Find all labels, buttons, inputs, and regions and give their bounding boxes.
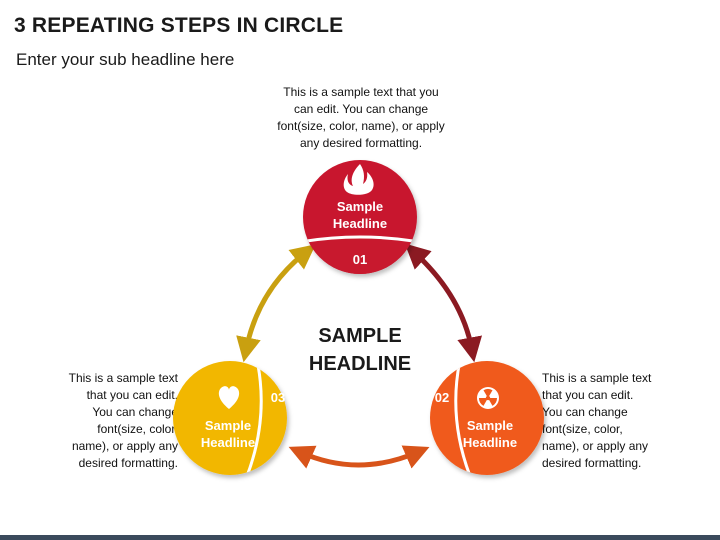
step-3-headline-line1: Sample	[205, 418, 251, 433]
step-3-description-line: This is a sample text	[68, 371, 178, 385]
page-title: 3 REPEATING STEPS IN CIRCLE	[14, 14, 344, 37]
step-2-description-line: that you can edit.	[542, 388, 634, 402]
arrow-step2-to-step3	[288, 445, 430, 469]
step-1-number: 01	[353, 252, 367, 267]
radiation-icon	[477, 387, 499, 409]
step-3-number: 03	[271, 390, 285, 405]
step-1-headline-line2: Headline	[333, 216, 387, 231]
step-2-description-line: You can change	[542, 405, 628, 419]
bottom-bar	[0, 535, 720, 540]
step-3-number-segment	[245, 361, 263, 475]
step-1-description-line: This is a sample text that you	[283, 85, 439, 99]
step-2-description-line: desired formatting.	[542, 456, 642, 470]
step-1-number-segment	[303, 235, 417, 274]
step-1-description-line: any desired formatting.	[299, 136, 423, 150]
step-1-headline-line1: Sample	[337, 199, 383, 214]
center-headline-line1: SAMPLE	[318, 325, 402, 347]
step-2-number-segment	[454, 361, 472, 475]
step-3-description-line: font(size, color,	[97, 422, 178, 436]
step-3-headline-line2: Headline	[201, 435, 255, 450]
step-2-headline-line1: Sample	[467, 418, 513, 433]
step-3-description-line: that you can edit.	[86, 388, 178, 402]
step-1-description: This is a sample text that you can edit.…	[256, 84, 466, 152]
center-headline: SAMPLE HEADLINE	[290, 322, 430, 378]
flame-icon	[343, 164, 374, 195]
step-1-description-line: can edit. You can change	[293, 102, 429, 116]
step-1-description-line: font(size, color, name), or apply	[277, 119, 445, 133]
step-3-description-line: You can change	[92, 405, 178, 419]
step-3-description: This is a sample text that you can edit.…	[30, 370, 178, 472]
step-2-circle	[430, 361, 544, 475]
page-subtitle: Enter your sub headline here	[16, 50, 235, 69]
step-3-circle	[173, 361, 287, 475]
step-2-headline-line2: Headline	[463, 435, 517, 450]
step-3-description-line: desired formatting.	[78, 456, 178, 470]
step-2-description-line: name), or apply any	[542, 439, 649, 453]
arrow-step1-to-step2	[404, 243, 483, 363]
arrow-step3-to-step1	[236, 244, 316, 363]
step-2-description-line: This is a sample text	[542, 371, 652, 385]
step-2-description-line: font(size, color,	[542, 422, 623, 436]
step-3-description-line: name), or apply any	[71, 439, 178, 453]
step-2-number: 02	[435, 390, 449, 405]
step-2-description: This is a sample text that you can edit.…	[542, 370, 690, 472]
heart-icon	[218, 386, 240, 409]
center-headline-line2: HEADLINE	[308, 353, 412, 375]
